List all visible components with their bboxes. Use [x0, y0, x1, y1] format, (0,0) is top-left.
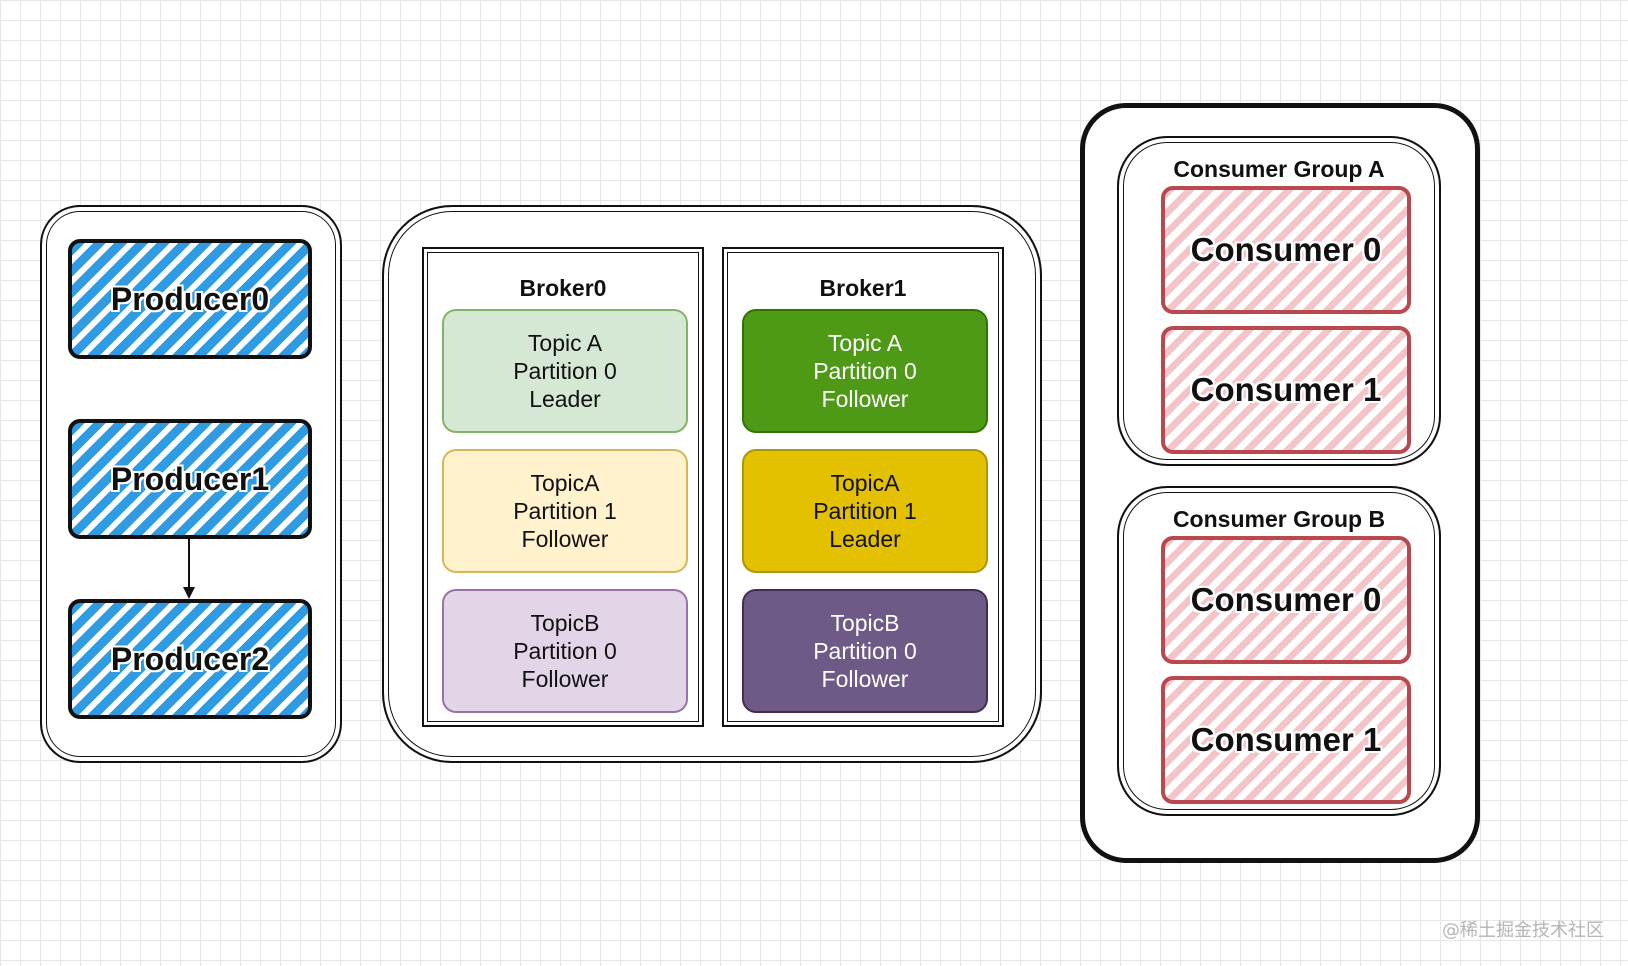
topic-label: TopicB [830, 610, 900, 636]
partition-box[interactable]: TopicB Partition 0 Follower [742, 589, 988, 713]
consumer-box[interactable]: Consumer 1 [1161, 676, 1411, 804]
partition-label: Partition 0 [513, 638, 617, 664]
consumer-group-title: Consumer Group A [1173, 156, 1385, 182]
broker-box: Broker0 Topic A Partition 0 Leader Topic… [422, 247, 704, 727]
consumer-group-title: Consumer Group B [1172, 506, 1386, 532]
role-label: Follower [821, 666, 909, 692]
producer-box[interactable]: Producer0 [68, 239, 312, 359]
partition-label: Partition 0 [813, 358, 917, 384]
broker-cluster: Broker0 Topic A Partition 0 Leader Topic… [382, 205, 1042, 763]
producer-label: Producer1 [110, 460, 270, 497]
topic-label: Topic A [827, 330, 903, 356]
consumer-container: Consumer Group A Consumer 0 Consumer 1 C… [1080, 103, 1480, 863]
partition-box[interactable]: Topic A Partition 0 Leader [442, 309, 688, 433]
consumer-label: Consumer 0 [1190, 231, 1382, 268]
broker-title: Broker1 [819, 275, 907, 301]
connector-arrow [183, 539, 195, 599]
consumer-group: Consumer Group A Consumer 0 Consumer 1 [1117, 136, 1441, 466]
role-label: Follower [821, 386, 909, 412]
role-label: Follower [521, 666, 609, 692]
producer-label: Producer2 [110, 640, 270, 677]
partition-box[interactable]: TopicA Partition 1 Follower [442, 449, 688, 573]
topic-label: TopicA [530, 470, 600, 496]
producer-container: Producer0 Producer1 Producer2 [40, 205, 342, 763]
partition-box[interactable]: TopicB Partition 0 Follower [442, 589, 688, 713]
consumer-label: Consumer 1 [1190, 371, 1382, 408]
partition-label: Partition 1 [513, 498, 617, 524]
consumer-box[interactable]: Consumer 0 [1161, 186, 1411, 314]
consumer-label: Consumer 1 [1190, 721, 1382, 758]
consumer-box[interactable]: Consumer 0 [1161, 536, 1411, 664]
partition-box[interactable]: TopicA Partition 1 Leader [742, 449, 988, 573]
topic-label: Topic A [527, 330, 603, 356]
partition-label: Partition 0 [813, 638, 917, 664]
partition-label: Partition 0 [513, 358, 617, 384]
role-label: Leader [829, 526, 901, 552]
producer-label: Producer0 [110, 280, 270, 317]
topic-label: TopicB [530, 610, 600, 636]
consumer-group: Consumer Group B Consumer 0 Consumer 1 [1117, 486, 1441, 816]
watermark-text: @稀土掘金技术社区 [1442, 920, 1604, 941]
role-label: Leader [529, 386, 601, 412]
partition-label: Partition 1 [813, 498, 917, 524]
producer-box[interactable]: Producer1 [68, 419, 312, 539]
consumer-label: Consumer 0 [1190, 581, 1382, 618]
topic-label: TopicA [830, 470, 900, 496]
consumer-box[interactable]: Consumer 1 [1161, 326, 1411, 454]
broker-box: Broker1 Topic A Partition 0 Follower Top… [722, 247, 1004, 727]
role-label: Follower [521, 526, 609, 552]
partition-box[interactable]: Topic A Partition 0 Follower [742, 309, 988, 433]
producer-box[interactable]: Producer2 [68, 599, 312, 719]
broker-title: Broker0 [519, 275, 607, 301]
